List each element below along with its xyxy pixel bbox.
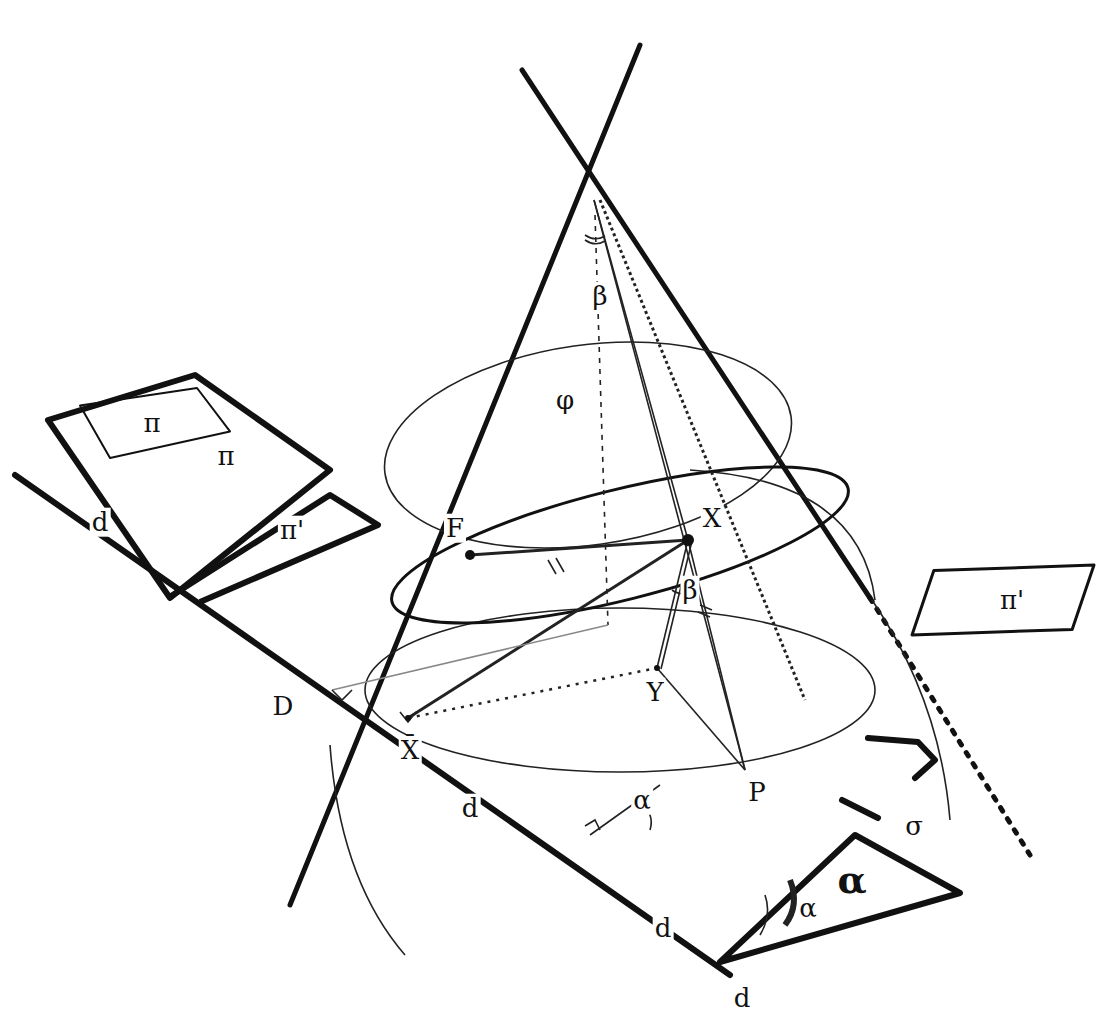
point-label: d bbox=[90, 508, 111, 537]
point-label: φ bbox=[554, 386, 576, 415]
construction-line bbox=[585, 235, 605, 239]
sphere-outline bbox=[371, 317, 805, 572]
plane-label: π' bbox=[1000, 585, 1024, 615]
point-dot bbox=[682, 534, 694, 546]
construction-line bbox=[585, 240, 605, 244]
point-label: α bbox=[835, 859, 868, 901]
point-label: d bbox=[732, 984, 753, 1013]
construction-line bbox=[661, 541, 692, 669]
construction-line bbox=[408, 668, 657, 718]
construction-line bbox=[688, 540, 745, 770]
point-label: Y bbox=[644, 678, 665, 707]
point-label: β bbox=[680, 576, 699, 605]
construction-line bbox=[760, 895, 768, 935]
point-label: α bbox=[631, 786, 653, 815]
construction-line bbox=[408, 540, 688, 718]
construction-line bbox=[332, 200, 805, 935]
construction-line bbox=[548, 558, 564, 574]
sphere-outline bbox=[330, 745, 405, 955]
sphere-outline bbox=[365, 608, 875, 772]
construction-line bbox=[590, 785, 660, 835]
construction-line bbox=[594, 200, 745, 770]
construction-line bbox=[585, 820, 600, 830]
plane-trace bbox=[842, 800, 878, 818]
point-label: d bbox=[653, 914, 674, 943]
construction-line bbox=[332, 690, 352, 700]
plane-trace bbox=[15, 475, 730, 975]
construction-line bbox=[600, 200, 805, 700]
construction-line bbox=[698, 605, 712, 617]
point-label: P bbox=[746, 778, 768, 807]
plane-trace bbox=[720, 835, 960, 962]
point-label: D bbox=[271, 692, 296, 721]
construction-line bbox=[595, 215, 608, 625]
construction-line bbox=[400, 712, 416, 722]
plane-outline bbox=[912, 565, 1094, 635]
plane-trace bbox=[15, 475, 960, 975]
construction-line bbox=[785, 880, 794, 925]
construction-line bbox=[470, 540, 688, 555]
plane-pi bbox=[168, 495, 378, 602]
point-dot bbox=[465, 550, 475, 560]
conic-section bbox=[379, 435, 862, 655]
point-label: α bbox=[797, 894, 819, 923]
point-label: d bbox=[460, 794, 481, 823]
point-dot bbox=[654, 665, 660, 671]
point-label: π bbox=[215, 442, 236, 471]
point-dot bbox=[405, 534, 694, 721]
cone-generator bbox=[870, 598, 1030, 855]
point-label: σ bbox=[903, 812, 925, 841]
point-label: F bbox=[444, 514, 466, 543]
point-dot bbox=[405, 715, 411, 721]
plane-trace bbox=[868, 738, 935, 778]
cone-generator bbox=[290, 45, 640, 905]
plane-pi bbox=[48, 375, 378, 602]
point-label: X bbox=[701, 504, 724, 533]
plane-label: π bbox=[143, 408, 160, 438]
construction-line bbox=[332, 625, 608, 690]
conic-section bbox=[379, 435, 862, 655]
plane-outline bbox=[80, 388, 230, 458]
point-label: X̄ bbox=[399, 736, 422, 765]
plane-box: π bbox=[80, 388, 230, 458]
point-label: β bbox=[590, 282, 609, 311]
sphere-outline bbox=[330, 317, 950, 955]
plane-box: π' bbox=[912, 565, 1094, 635]
point-label: π' bbox=[278, 516, 306, 545]
cone-generator bbox=[290, 45, 1030, 905]
